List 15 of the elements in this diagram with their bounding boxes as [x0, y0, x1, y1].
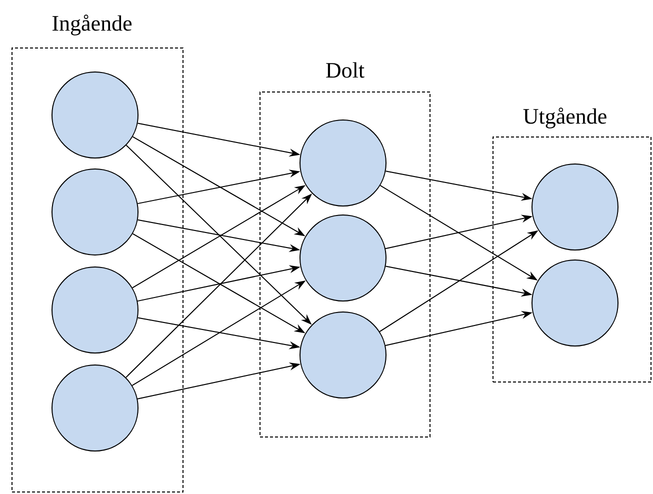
neuron-circle — [532, 164, 618, 250]
layer-box: Dolt — [260, 62, 430, 438]
layer-box: Ingående — [12, 14, 184, 492]
neuron-circle — [300, 214, 386, 302]
neuron-circle — [52, 168, 138, 256]
node-label: Utgående — [523, 108, 606, 128]
neuron-circle — [52, 266, 138, 354]
node-label: Ingående — [52, 14, 132, 36]
neuron-circle — [300, 312, 386, 398]
neuron-circle — [532, 260, 618, 346]
neuron-circle — [52, 364, 138, 452]
node-label: Dolt — [326, 62, 364, 78]
neuron-circle — [300, 120, 386, 206]
neuron-circle — [52, 72, 138, 158]
layer-box: Utgående — [492, 108, 652, 382]
